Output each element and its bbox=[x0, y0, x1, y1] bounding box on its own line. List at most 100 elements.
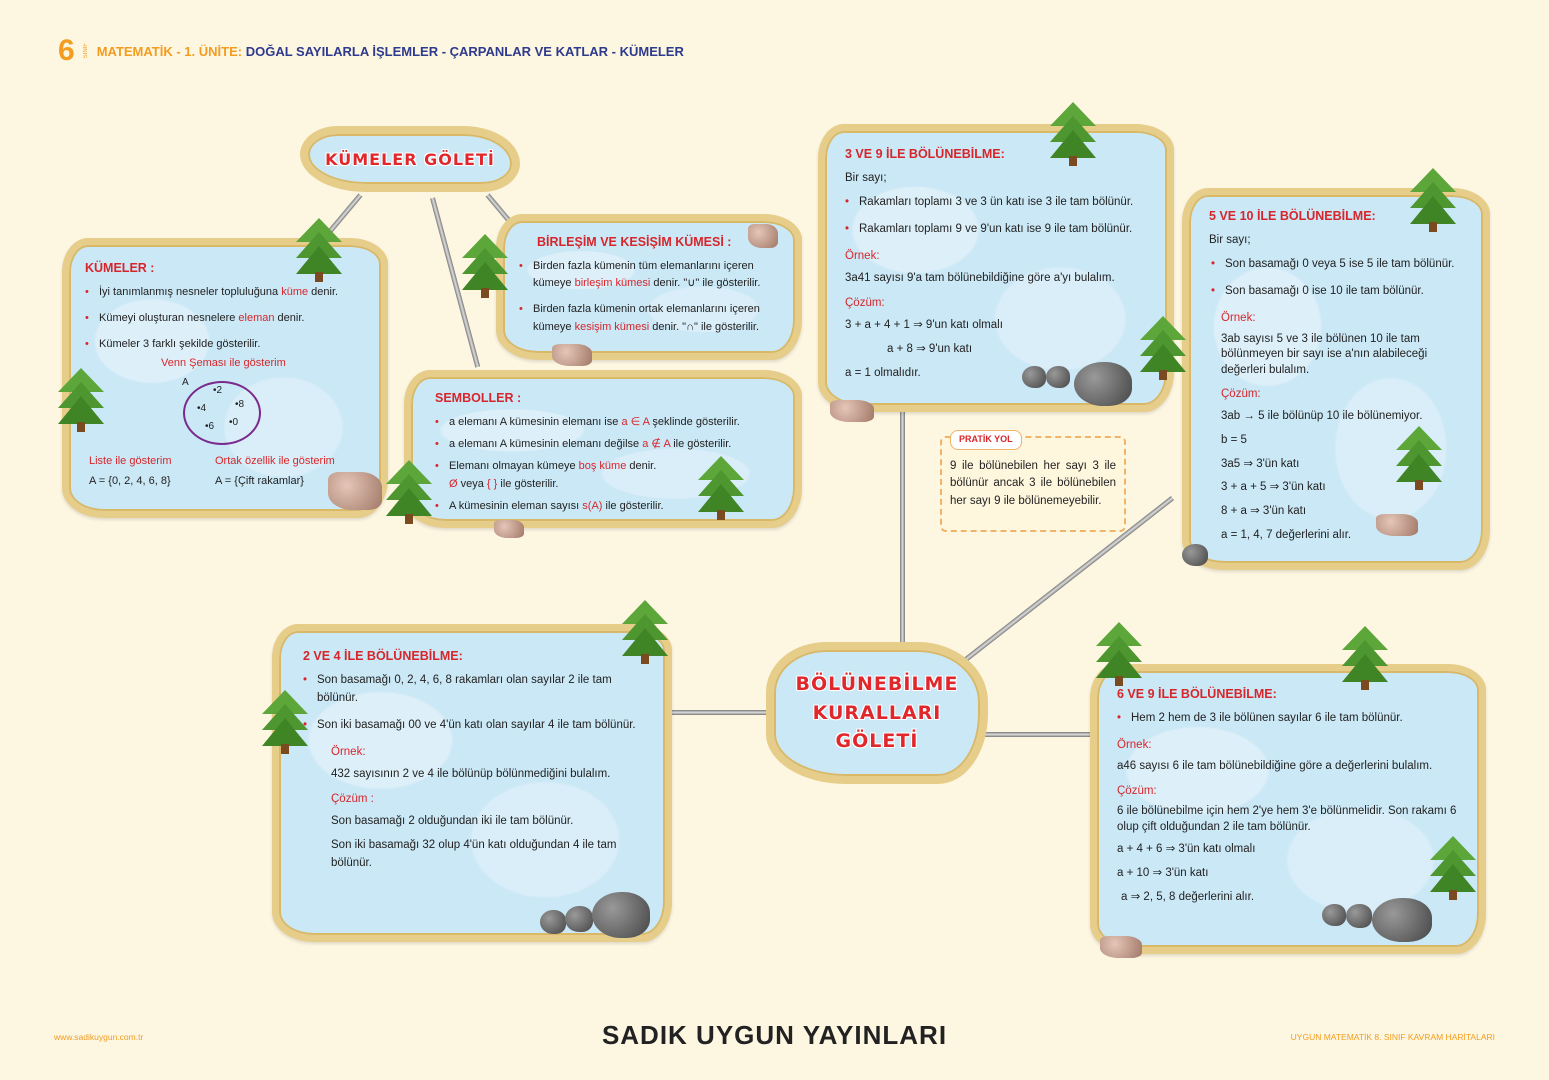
venn-element: •8 bbox=[235, 399, 245, 410]
cozum-line: a ⇒ 2, 5, 8 değerlerini alır. bbox=[1121, 890, 1255, 903]
list-item: Rakamları toplamı 9 ve 9'un katı ise 9 i… bbox=[845, 221, 1147, 239]
cozum-label: Çözüm: bbox=[845, 297, 885, 310]
cozum-line: 3a5 ⇒ 3'ün katı bbox=[1221, 457, 1300, 470]
cozum-line: a = 1, 4, 7 değerlerini alır. bbox=[1221, 529, 1352, 542]
pine-tree-icon bbox=[1396, 426, 1442, 490]
bol24-title: 2 VE 4 İLE BÖLÜNEBİLME: bbox=[303, 649, 463, 663]
bol39-panel: 3 VE 9 İLE BÖLÜNEBİLME: Bir sayı; Rakaml… bbox=[818, 124, 1174, 412]
list-item: Son basamağı 0 ise 10 ile tam bölünür. bbox=[1211, 283, 1463, 301]
rock-icon bbox=[1182, 544, 1208, 566]
pine-tree-icon bbox=[58, 368, 104, 432]
ornek-label: Örnek: bbox=[331, 745, 366, 758]
venn-element: •4 bbox=[197, 403, 207, 414]
bol510-title: 5 VE 10 İLE BÖLÜNEBİLME: bbox=[1209, 209, 1376, 223]
header-topic: DOĞAL SAYILARLA İŞLEMLER - ÇARPANLAR VE … bbox=[245, 43, 684, 59]
rock-icon bbox=[540, 910, 566, 934]
footer-website: www.sadikuygun.com.tr bbox=[54, 1032, 144, 1042]
rock-icon bbox=[1074, 362, 1132, 406]
list-item: Birden fazla kümenin ortak elemanlarını … bbox=[519, 301, 779, 335]
rock-icon bbox=[1046, 366, 1070, 388]
pine-tree-icon bbox=[262, 690, 308, 754]
pine-tree-icon bbox=[1410, 168, 1456, 232]
ornek-text: 3a41 sayısı 9'a tam bölünebildiğine göre… bbox=[845, 271, 1115, 284]
list-item: İyi tanımlanmış nesneler topluluğuna küm… bbox=[85, 284, 365, 301]
pine-tree-icon bbox=[386, 460, 432, 524]
cozum-line: a = 1 olmalıdır. bbox=[845, 366, 921, 379]
pipe bbox=[945, 732, 1105, 737]
kumeler-panel: KÜMELER : İyi tanımlanmış nesneler toplu… bbox=[62, 238, 388, 518]
pipe bbox=[900, 400, 905, 645]
birlesim-title: BİRLEŞİM VE KESİŞİM KÜMESİ : bbox=[537, 235, 732, 249]
rock-icon bbox=[1322, 904, 1346, 926]
list-item: Son basamağı 0, 2, 4, 6, 8 rakamları ola… bbox=[303, 672, 641, 708]
ornek-text: a46 sayısı 6 ile tam bölünebildiğine gör… bbox=[1117, 760, 1433, 772]
pipe bbox=[652, 710, 812, 715]
rock-icon bbox=[1372, 898, 1432, 942]
prop-value: A = {Çift rakamlar} bbox=[215, 475, 304, 487]
pine-tree-icon bbox=[1430, 836, 1476, 900]
center-title-line: GÖLETİ bbox=[835, 730, 919, 753]
cozum-line: 3 + a + 4 + 1 ⇒ 9'un katı olmalı bbox=[845, 319, 1003, 332]
cozum-line: 3 + a + 5 ⇒ 3'ün katı bbox=[1221, 481, 1326, 494]
list-item: Son basamağı 0 veya 5 ise 5 ile tam bölü… bbox=[1211, 256, 1463, 274]
semboller-title: SEMBOLLER : bbox=[435, 391, 522, 405]
footer-series: UYGUN MATEMATİK 8. SINIF KAVRAM HARİTALA… bbox=[1290, 1032, 1495, 1042]
cozum-line: 8 + a ⇒ 3'ün katı bbox=[1221, 505, 1307, 518]
pine-tree-icon bbox=[1096, 622, 1142, 686]
grade-number: 6 bbox=[58, 34, 75, 67]
bol510-panel: 5 VE 10 İLE BÖLÜNEBİLME: Bir sayı; Son b… bbox=[1182, 188, 1490, 570]
bol39-intro: Bir sayı; bbox=[845, 172, 887, 185]
list-item: a elemanı A kümesinin elemanı değilse a … bbox=[435, 436, 779, 453]
pine-tree-icon bbox=[1050, 102, 1096, 166]
bolunebilme-goleti-title: BÖLÜNEBİLME KURALLARI GÖLETİ bbox=[766, 642, 988, 784]
page-header: 6 SINIF MATEMATİK - 1. ÜNİTE: DOĞAL SAYI… bbox=[58, 36, 684, 66]
cozum-line: a + 10 ⇒ 3'ün katı bbox=[1117, 867, 1209, 880]
list-value: A = {0, 2, 4, 6, 8} bbox=[89, 475, 171, 487]
semboller-panel: SEMBOLLER : a elemanı A kümesinin eleman… bbox=[404, 370, 802, 528]
cozum-line: Son basamağı 2 olduğundan iki ile tam bö… bbox=[331, 815, 574, 828]
venn-element: •0 bbox=[229, 417, 239, 428]
ornek-label: Örnek: bbox=[1221, 311, 1256, 324]
pine-tree-icon bbox=[698, 456, 744, 520]
grade-sub: SINIF bbox=[82, 43, 89, 59]
pratik-yol-box: PRATİK YOL 9 ile bölünebilen her sayı 3 … bbox=[940, 430, 1126, 532]
ornek-text: 432 sayısının 2 ve 4 ile bölünüp bölünme… bbox=[331, 767, 611, 780]
list-item: Son iki basamağı 00 ve 4'ün katı olan sa… bbox=[303, 717, 641, 735]
bol24-panel: 2 VE 4 İLE BÖLÜNEBİLME: Son basamağı 0, … bbox=[272, 624, 672, 942]
list-item: Kümeler 3 farklı şekilde gösterilir. bbox=[85, 336, 365, 353]
cozum-line: 6 ile bölünebilme için hem 2'ye hem 3'e … bbox=[1117, 805, 1457, 833]
center-title-line: KURALLARI bbox=[812, 701, 942, 724]
cozum-line: a + 8 ⇒ 9'un katı bbox=[887, 343, 973, 356]
venn-label: Venn Şeması ile gösterim bbox=[161, 357, 286, 369]
rock-icon bbox=[1376, 514, 1418, 536]
center-title-line: BÖLÜNEBİLME bbox=[795, 673, 959, 696]
cozum-line: b = 5 bbox=[1221, 433, 1247, 446]
rock-icon bbox=[552, 344, 592, 366]
cozum-label: Çözüm: bbox=[1221, 388, 1261, 401]
list-label: Liste ile gösterim bbox=[89, 455, 172, 467]
cozum-line: 3ab → 5 ile bölünüp 10 ile bölünemiyor. bbox=[1221, 409, 1423, 422]
list-item: Elemanı olmayan kümeye boş küme denir. Ø… bbox=[435, 458, 779, 492]
cozum-line: a + 4 + 6 ⇒ 3'ün katı olmalı bbox=[1117, 843, 1256, 856]
rock-icon bbox=[748, 224, 778, 248]
list-item: A kümesinin eleman sayısı s(A) ile göste… bbox=[435, 498, 779, 515]
ornek-text: 3ab sayısı 5 ve 3 ile bölünen 10 ile tam… bbox=[1221, 332, 1428, 376]
pine-tree-icon bbox=[462, 234, 508, 298]
cozum-line: Son iki basamağı 32 olup 4'ün katı olduğ… bbox=[331, 839, 617, 869]
pine-tree-icon bbox=[296, 218, 342, 282]
header-subject: MATEMATİK - 1. ÜNİTE: bbox=[96, 43, 243, 59]
pratik-yol-tag: PRATİK YOL bbox=[950, 430, 1022, 450]
venn-diagram: •2 •4 •8 •6 •0 bbox=[183, 381, 261, 445]
rock-icon bbox=[830, 400, 874, 422]
rock-icon bbox=[328, 472, 382, 510]
rock-icon bbox=[494, 520, 524, 538]
list-item: Birden fazla kümenin tüm elemanlarını iç… bbox=[519, 258, 779, 292]
footer-publisher: SADIK UYGUN YAYINLARI bbox=[601, 1020, 948, 1050]
kumeler-goleti-title: KÜMELER GÖLETİ bbox=[300, 126, 520, 192]
pratik-yol-text: 9 ile bölünebilen her sayı 3 ile bölünür… bbox=[950, 460, 1116, 507]
header-title: MATEMATİK - 1. ÜNİTE: DOĞAL SAYILARLA İŞ… bbox=[97, 44, 684, 59]
bol39-title: 3 VE 9 İLE BÖLÜNEBİLME: bbox=[845, 147, 1005, 161]
cozum-label: Çözüm: bbox=[1117, 784, 1157, 797]
rock-icon bbox=[1100, 936, 1142, 958]
ornek-label: Örnek: bbox=[1117, 739, 1152, 752]
